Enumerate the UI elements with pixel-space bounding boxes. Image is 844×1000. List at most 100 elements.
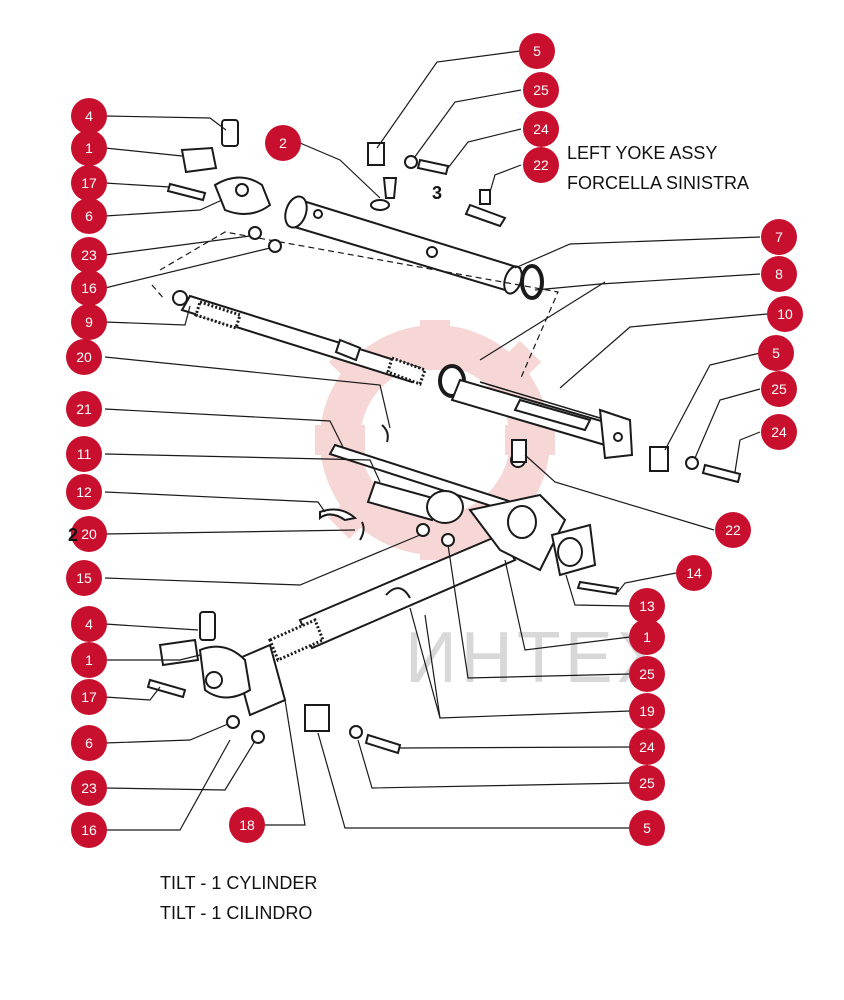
callout-16: 16 <box>71 812 107 848</box>
callout-bubble <box>71 812 107 848</box>
callout-number: 2 <box>279 135 287 151</box>
callout-bubble <box>71 198 107 234</box>
callout-number: 19 <box>639 703 655 719</box>
callout-number: 25 <box>771 381 787 397</box>
callout-23: 23 <box>71 770 107 806</box>
washer-15 <box>416 523 430 537</box>
callout-number: 25 <box>533 82 549 98</box>
callout-1: 1 <box>71 130 107 166</box>
callout-bubble <box>71 165 107 201</box>
callout-bubble <box>629 729 665 765</box>
callout-bubble <box>523 111 559 147</box>
callout-25: 25 <box>629 656 665 692</box>
callout-22: 22 <box>715 512 751 548</box>
assembly-title-line1: LEFT YOKE ASSY <box>567 143 718 163</box>
callout-bubble <box>71 516 107 552</box>
callout-bubble <box>66 391 102 427</box>
callout-4: 4 <box>71 98 107 134</box>
callout-bubble <box>629 810 665 846</box>
callout-bubble <box>66 436 102 472</box>
nut-16-upper <box>268 239 282 253</box>
callout-bubble <box>761 371 797 407</box>
callout-bubble <box>629 765 665 801</box>
callout-25: 25 <box>629 765 665 801</box>
callout-14: 14 <box>676 555 712 591</box>
callout-bubble <box>629 693 665 729</box>
callout-bubble <box>71 98 107 134</box>
callout-number: 7 <box>775 229 783 245</box>
callout-bubble <box>71 606 107 642</box>
callout-bubble <box>66 339 102 375</box>
callout-number: 9 <box>85 314 93 330</box>
callout-17: 17 <box>71 679 107 715</box>
callout-bubble <box>629 588 665 624</box>
callout-bubble <box>66 560 102 596</box>
pin-20 <box>381 424 389 443</box>
callout-number: 25 <box>639 666 655 682</box>
bracket-5-lower <box>304 704 330 732</box>
callout-20: 20 <box>71 516 107 552</box>
callout-bubble <box>71 725 107 761</box>
bolt-17-upper <box>166 182 207 202</box>
callout-number: 18 <box>239 817 255 833</box>
callout-8: 8 <box>761 256 797 292</box>
callout-number: 15 <box>76 570 92 586</box>
callout-bubble <box>66 474 102 510</box>
callout-24: 24 <box>523 111 559 147</box>
callout-number: 1 <box>643 629 651 645</box>
callout-25: 25 <box>523 72 559 108</box>
callout-number: 24 <box>533 121 549 137</box>
callout-4: 4 <box>71 606 107 642</box>
watermark-text: ИНТЕХ <box>405 618 669 698</box>
callout-10: 10 <box>767 296 803 332</box>
middle-parts <box>319 424 526 547</box>
callout-bubble <box>767 296 803 332</box>
callout-bubble <box>761 414 797 450</box>
callout-number: 8 <box>775 266 783 282</box>
pin-11 <box>366 480 442 522</box>
callout-number: 11 <box>77 446 92 462</box>
callout-number: 14 <box>686 565 702 581</box>
callout-11: 11 <box>66 436 102 472</box>
callout-number: 17 <box>81 175 97 191</box>
callout-9: 9 <box>71 304 107 340</box>
callout-bubble <box>229 807 265 843</box>
callout-24: 24 <box>629 729 665 765</box>
callout-number: 22 <box>725 522 741 538</box>
pin-4-upper <box>221 119 239 147</box>
callout-bubble <box>71 270 107 306</box>
callout-number: 20 <box>81 526 97 542</box>
callout-25: 25 <box>761 371 797 407</box>
callout-20: 20 <box>66 339 102 375</box>
callout-bubble <box>761 256 797 292</box>
callout-number: 23 <box>81 780 97 796</box>
callout-number: 5 <box>643 820 651 836</box>
callout-15: 15 <box>66 560 102 596</box>
callout-5: 5 <box>758 335 794 371</box>
callout-number: 24 <box>639 739 655 755</box>
callout-number: 1 <box>85 140 93 156</box>
callout-bubble <box>265 125 301 161</box>
callout-5: 5 <box>519 33 555 69</box>
ring-8 <box>520 264 544 300</box>
callout-18: 18 <box>229 807 265 843</box>
callout-1: 1 <box>629 619 665 655</box>
assembly-outline <box>159 231 559 381</box>
callout-22: 22 <box>523 147 559 183</box>
callout-1: 1 <box>71 642 107 678</box>
washer-23-upper <box>248 226 262 240</box>
callout-bubble <box>71 642 107 678</box>
callout-13: 13 <box>629 588 665 624</box>
callout-bubble <box>758 335 794 371</box>
assembly-title: LEFT YOKE ASSY FORCELLA SINISTRA <box>567 138 749 198</box>
cylinder-caption: TILT - 1 CYLINDER TILT - 1 CILINDRO <box>160 868 317 928</box>
callout-16: 16 <box>71 270 107 306</box>
callout-bubble <box>519 33 555 69</box>
callout-bubble <box>629 619 665 655</box>
pin-1-upper <box>180 146 218 174</box>
callout-number: 24 <box>771 424 787 440</box>
assembly-title-line2: FORCELLA SINISTRA <box>567 173 750 193</box>
callout-6: 6 <box>71 198 107 234</box>
